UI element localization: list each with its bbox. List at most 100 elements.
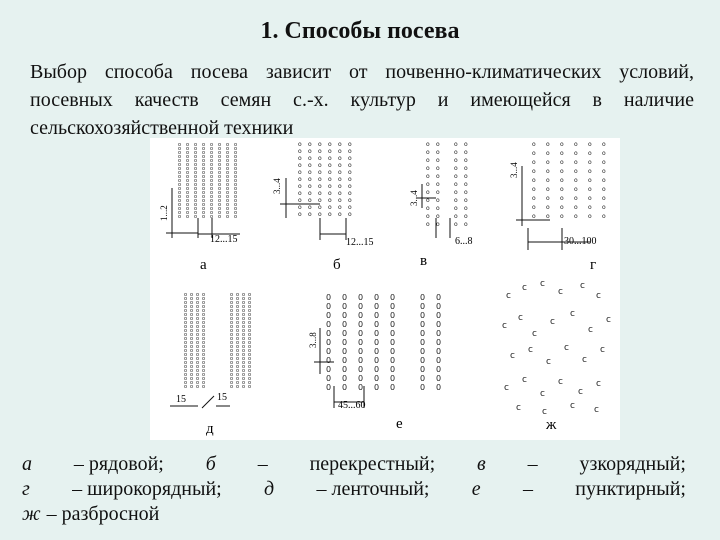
seed-mark: o: [546, 213, 550, 220]
seed-mark: o: [338, 155, 342, 162]
seed-mark: o: [338, 211, 342, 218]
seed-mark: o: [338, 183, 342, 190]
seed-mark: o: [194, 186, 197, 192]
seed-mark: o: [348, 155, 352, 162]
seed-mark: o: [242, 364, 245, 370]
seed-mark: o: [248, 292, 251, 298]
seed-mark: o: [546, 186, 550, 193]
seed-mark: o: [186, 198, 189, 204]
seed-mark: o: [308, 183, 312, 190]
seed-mark: o: [242, 316, 245, 322]
seed-mark: c: [600, 345, 605, 355]
seed-mark: o: [298, 204, 302, 211]
seed-mark: 0: [326, 374, 331, 383]
seed-mark: o: [248, 324, 251, 330]
seed-mark: o: [328, 155, 332, 162]
seed-mark: o: [194, 194, 197, 200]
seed-mark: o: [202, 198, 205, 204]
seed-mark: o: [190, 344, 193, 350]
seed-mark: o: [234, 154, 237, 160]
seed-mark: o: [560, 186, 564, 193]
seed-mark: 0: [326, 383, 331, 392]
seed-mark: o: [202, 364, 205, 370]
seed-mark: o: [236, 296, 239, 302]
seed-mark: o: [602, 141, 606, 148]
seed-mark: o: [184, 344, 187, 350]
seed-mark: o: [218, 150, 221, 156]
seed-mark: o: [218, 202, 221, 208]
seed-mark: c: [502, 321, 507, 331]
seed-mark: o: [234, 178, 237, 184]
seed-mark: 0: [390, 320, 395, 329]
seed-mark: o: [532, 213, 536, 220]
seed-mark: o: [588, 168, 592, 175]
seed-mark: o: [202, 304, 205, 310]
seed-mark: o: [196, 304, 199, 310]
seed-mark: 0: [342, 329, 347, 338]
seed-mark: o: [242, 292, 245, 298]
seed-mark: o: [338, 162, 342, 169]
seed-mark: o: [436, 181, 440, 188]
seed-mark: o: [338, 169, 342, 176]
seed-mark: o: [190, 328, 193, 334]
seed-mark: o: [218, 166, 221, 172]
seed-mark: o: [436, 213, 440, 220]
seed-mark: o: [560, 177, 564, 184]
seed-mark: o: [248, 304, 251, 310]
seed-mark: o: [588, 213, 592, 220]
seed-mark: o: [454, 189, 458, 196]
seed-mark: o: [234, 190, 237, 196]
seed-mark: o: [230, 352, 233, 358]
seed-mark: o: [338, 148, 342, 155]
seed-mark: o: [202, 368, 205, 374]
seed-mark: o: [186, 154, 189, 160]
seed-mark: c: [558, 287, 563, 297]
seed-mark: o: [218, 214, 221, 220]
seed-mark: 0: [374, 320, 379, 329]
seed-mark: c: [522, 375, 527, 385]
seed-mark: o: [194, 214, 197, 220]
seed-mark: o: [194, 158, 197, 164]
dim-e-vertical: 3...8: [308, 332, 318, 348]
seed-mark: o: [532, 186, 536, 193]
seed-mark: o: [186, 182, 189, 188]
seed-mark: o: [190, 312, 193, 318]
seed-mark: c: [532, 329, 537, 339]
seed-mark: o: [230, 300, 233, 306]
caption-letter-b: б: [205, 453, 216, 475]
caption-line-3: ж – разбросной: [22, 502, 686, 527]
caption-text-e: пунктирный;: [575, 478, 686, 500]
seed-mark: o: [186, 146, 189, 152]
seed-mark: 0: [390, 347, 395, 356]
seed-mark: o: [248, 352, 251, 358]
seed-mark: o: [318, 162, 322, 169]
seed-mark: o: [234, 162, 237, 168]
seed-mark: o: [426, 221, 430, 228]
seed-mark: o: [230, 380, 233, 386]
seed-mark: o: [546, 168, 550, 175]
caption-line-2: г – широкорядный; д – ленточный; е – пун…: [22, 477, 686, 502]
seed-mark: o: [226, 190, 229, 196]
seed-mark: o: [574, 150, 578, 157]
seed-mark: o: [242, 380, 245, 386]
seed-mark: o: [202, 150, 205, 156]
seed-mark: o: [588, 177, 592, 184]
seed-mark: o: [194, 170, 197, 176]
seed-mark: o: [574, 186, 578, 193]
seed-mark: o: [194, 178, 197, 184]
seed-mark: o: [184, 312, 187, 318]
seed-mark: o: [328, 148, 332, 155]
seed-mark: o: [178, 174, 181, 180]
seed-mark: o: [210, 214, 213, 220]
seed-mark: o: [242, 324, 245, 330]
seed-mark: o: [248, 344, 251, 350]
seed-mark: o: [210, 162, 213, 168]
seed-mark: o: [588, 141, 592, 148]
seed-mark: o: [196, 360, 199, 366]
seed-mark: o: [202, 300, 205, 306]
seed-mark: o: [184, 292, 187, 298]
seed-mark: o: [338, 176, 342, 183]
seed-mark: o: [202, 372, 205, 378]
seed-mark: o: [602, 168, 606, 175]
seed-mark: o: [236, 336, 239, 342]
